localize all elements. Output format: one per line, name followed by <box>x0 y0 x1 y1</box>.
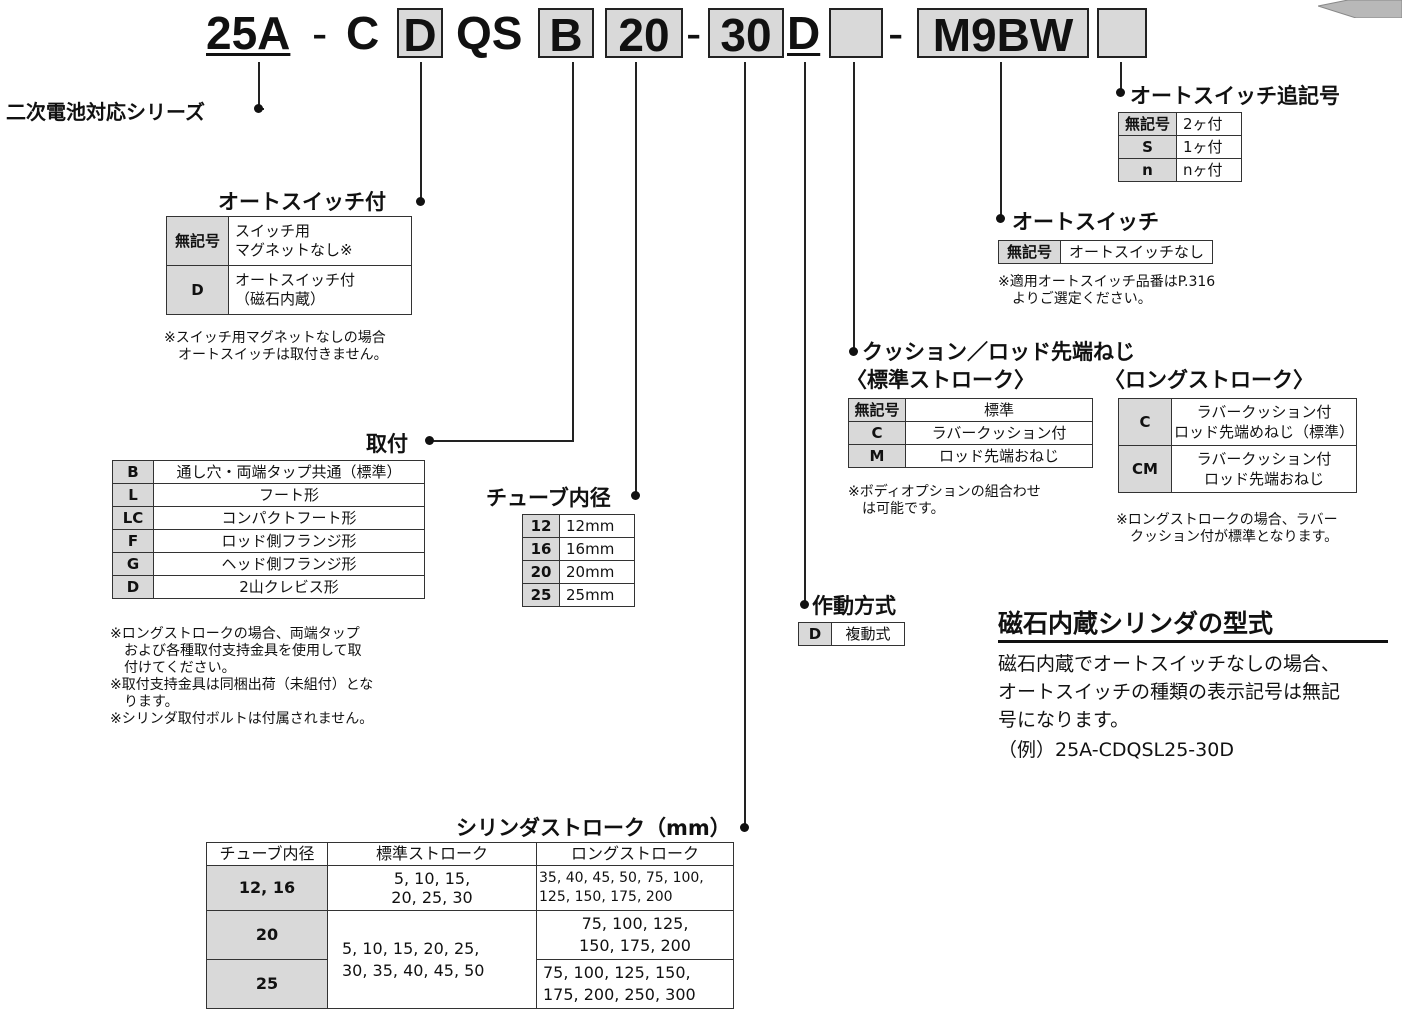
bullet-dot <box>849 347 858 356</box>
bullet-dot <box>631 491 640 500</box>
magnet-example: （例）25A-CDQSL25-30D <box>998 739 1234 761</box>
table-row: チューブ内径 標準ストローク ロングストローク <box>206 842 734 866</box>
bullet-dot <box>254 104 263 113</box>
stroke-table: チューブ内径 標準ストローク ロングストローク 12, 16 5, 10, 15… <box>206 842 734 1009</box>
model-stroke-box: 30 <box>708 8 784 60</box>
model-qs: QS <box>456 7 523 59</box>
cushion-std-note: ※ボディオプションの組合わせ は可能です。 <box>848 484 1041 517</box>
model-d-box: D <box>397 8 443 60</box>
model-cushion-box <box>829 8 883 58</box>
autoswitch-table: 無記号オートスイッチなし <box>997 240 1214 264</box>
autoswitch-with-table: 無記号 スイッチ用 マグネットなし※ D オートスイッチ付 （磁石内蔵） <box>165 216 413 315</box>
model-hyphen-2: - <box>686 7 702 59</box>
model-c: C <box>346 7 380 59</box>
table-row: CM ラバークッション付 ロッド先端おねじ <box>1118 445 1358 493</box>
cushion-std-title: 〈標準ストローク〉 <box>846 368 1035 392</box>
bullet-dot <box>425 436 434 445</box>
table-row: 無記号 スイッチ用 マグネットなし※ <box>165 216 413 266</box>
bullet-dot <box>800 600 809 609</box>
autoswitch-with-note: ※スイッチ用マグネットなしの場合 オートスイッチは取付きません。 <box>164 330 388 363</box>
table-row: C ラバークッション付 ロッド先端めねじ（標準） <box>1118 398 1358 446</box>
cushion-long-title: 〈ロングストローク〉 <box>1104 368 1314 392</box>
model-autoswitch-box: M9BW <box>917 8 1089 60</box>
series-label: 二次電池対応シリーズ <box>6 100 205 124</box>
model-mount-box: B <box>538 8 594 60</box>
cushion-long-table: C ラバークッション付 ロッド先端めねじ（標準） CM ラバークッション付 ロッ… <box>1118 398 1358 493</box>
magnet-title-rule <box>998 640 1388 643</box>
model-bore-box: 20 <box>605 8 683 60</box>
bullet-dot <box>416 197 425 206</box>
stroke-title: シリンダストローク（mm） <box>456 816 731 840</box>
table-row: 20 5, 10, 15, 20, 25, 30, 35, 40, 45, 50… <box>206 910 734 1009</box>
model-hyphen-3: - <box>888 7 904 59</box>
magnet-title: 磁石内蔵シリンダの型式 <box>998 609 1274 638</box>
mounting-title: 取付 <box>366 432 408 456</box>
cushion-title: クッション／ロッド先端ねじ <box>862 340 1135 364</box>
cushion-long-note: ※ロングストロークの場合、ラバー クッション付が標準となります。 <box>1116 512 1339 545</box>
mounting-note: ※ロングストロークの場合、両端タップ および各種取付支持金具を使用して取 付けて… <box>110 626 374 727</box>
bullet-dot <box>996 214 1005 223</box>
autoswitch-note: ※適用オートスイッチ品番はP.316 よりご選定ください。 <box>998 274 1216 307</box>
product-image-fragment <box>1318 0 1402 18</box>
autoswitch-qty-title: オートスイッチ追記号 <box>1130 84 1340 108</box>
autoswitch-with-title: オートスイッチ付 <box>218 190 386 214</box>
table-row: D オートスイッチ付 （磁石内蔵） <box>165 265 413 315</box>
model-action: D <box>787 7 821 59</box>
table-row: 無記号オートスイッチなし <box>997 240 1214 264</box>
bore-title: チューブ内径 <box>486 486 611 510</box>
action-title: 作動方式 <box>812 594 896 618</box>
autoswitch-title: オートスイッチ <box>1012 210 1159 234</box>
model-series: 25A <box>206 7 291 59</box>
bullet-dot <box>740 823 749 832</box>
bullet-dot <box>1116 88 1125 97</box>
model-hyphen-1: - <box>312 7 328 59</box>
table-row: 無記号標準 <box>848 398 1093 422</box>
model-qty-box <box>1097 8 1147 58</box>
magnet-body: 磁石内蔵でオートスイッチなしの場合、 オートスイッチの種類の表示記号は無記 号に… <box>998 653 1341 731</box>
table-row: 12, 16 5, 10, 15, 20, 25, 30 35, 40, 45,… <box>206 865 734 911</box>
